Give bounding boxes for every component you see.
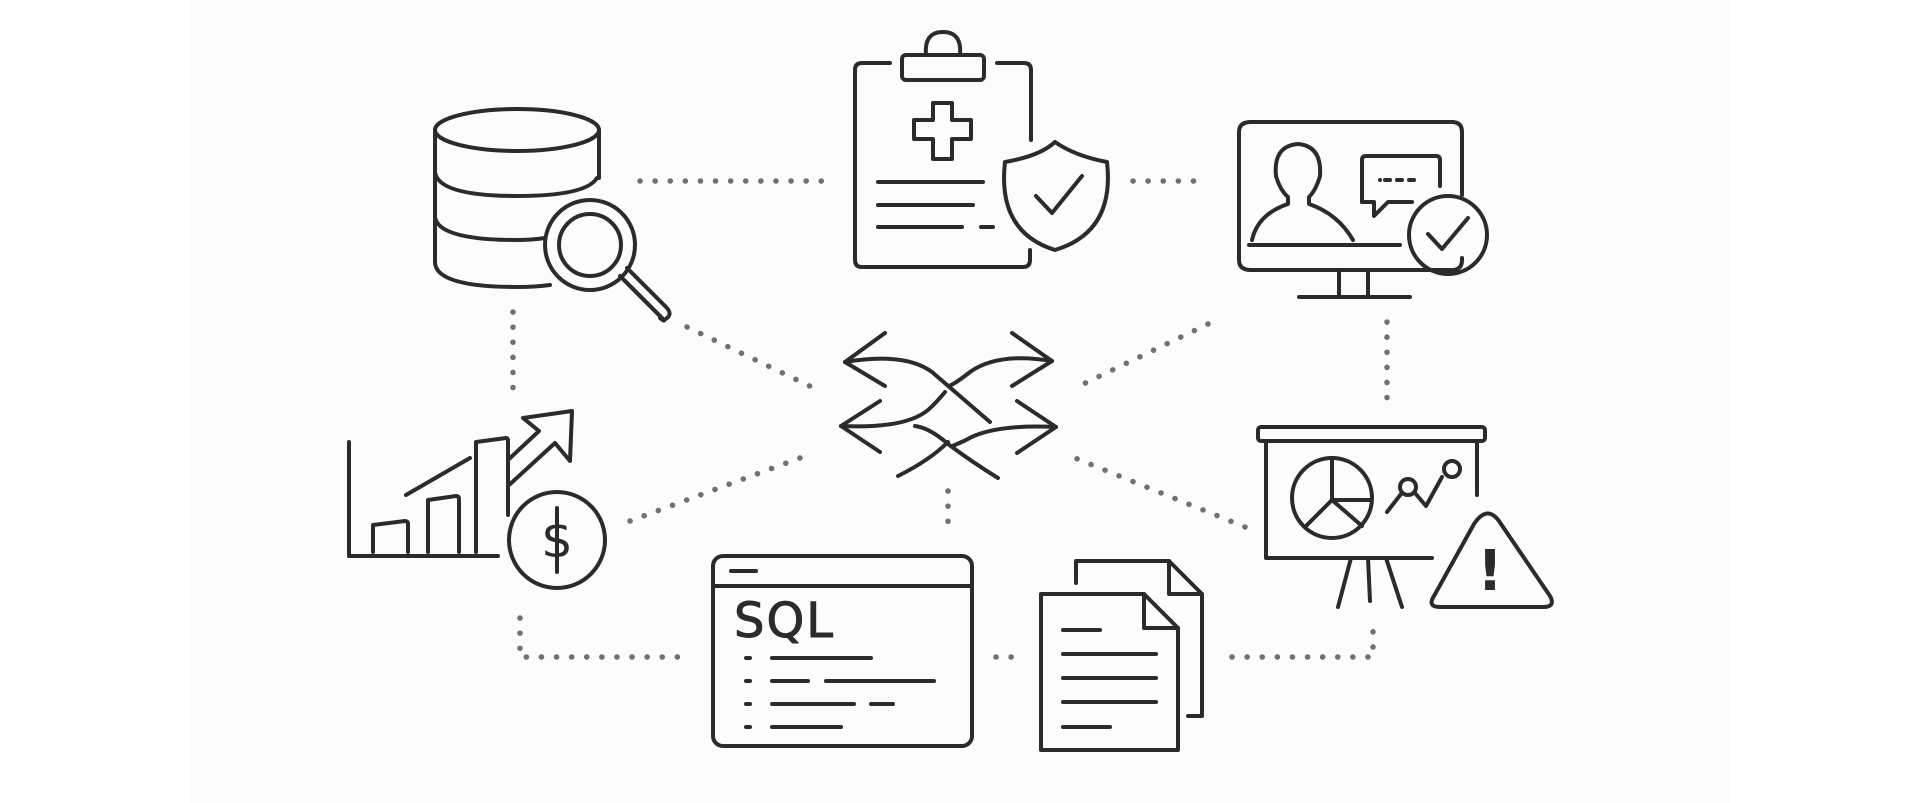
medical-clipboard-shield-icon — [853, 30, 1110, 269]
diagram-background — [190, 0, 1730, 803]
presentation-alert-icon: ! — [1256, 425, 1554, 609]
connector-finance-hub — [627, 452, 811, 524]
video-consultation-monitor-icon — [1237, 120, 1489, 299]
connector-presentation-hub — [1072, 455, 1248, 530]
data-exchange-arrows-icon — [839, 331, 1058, 480]
documents-icon — [1039, 559, 1204, 752]
dollar-sign: $ — [541, 511, 573, 569]
connector-finance-sql — [517, 615, 683, 660]
sql-query-window-icon: SQL — [711, 554, 974, 748]
warning-exclamation: ! — [1477, 539, 1503, 604]
connector-documents-presentation — [1229, 627, 1376, 660]
connectors — [510, 178, 1390, 660]
database-search-icon — [433, 107, 672, 323]
connector-database-hub — [684, 324, 821, 393]
financial-growth-chart-icon: $ — [347, 409, 607, 590]
connector-monitor-hub — [1072, 321, 1211, 391]
sql-label: SQL — [734, 593, 835, 649]
